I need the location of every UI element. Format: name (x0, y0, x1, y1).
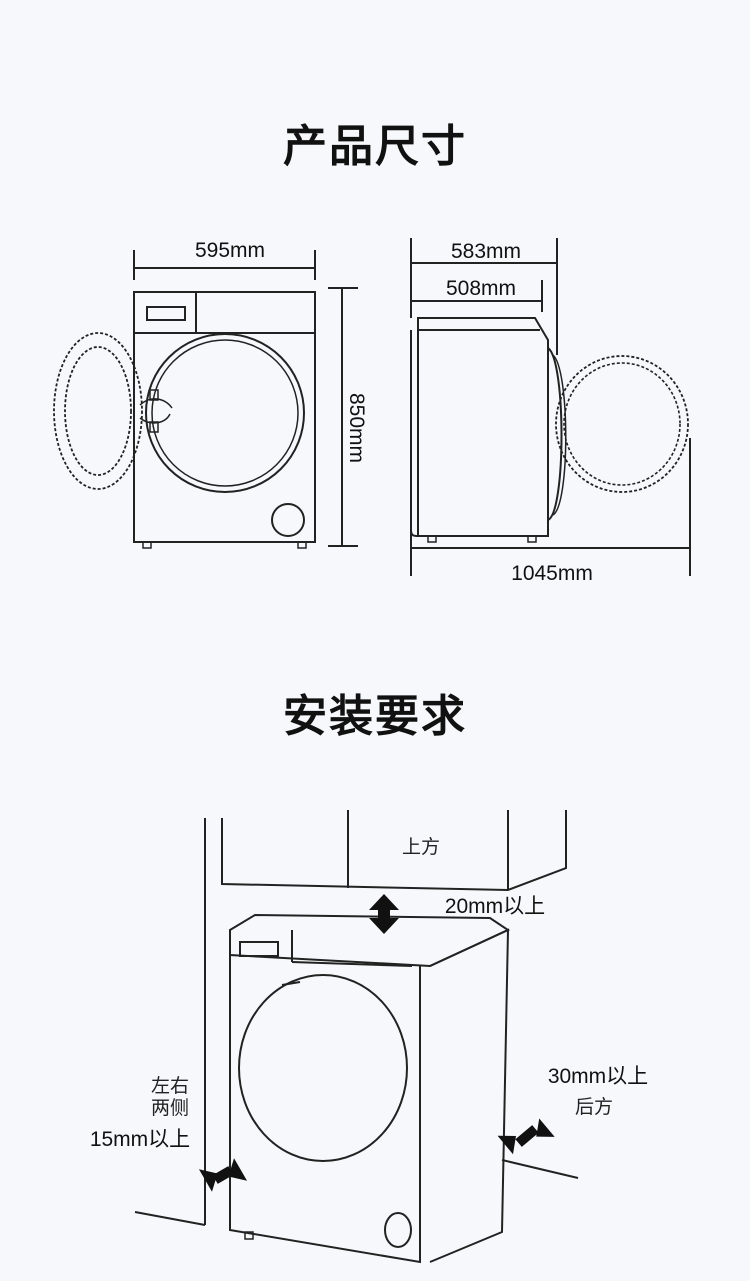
sides-label-line2: 两侧 (151, 1097, 189, 1119)
side-body (417, 317, 549, 537)
washer-front (229, 955, 421, 1264)
depth-door-open-label: 1045mm (511, 562, 593, 585)
washer-top (229, 913, 511, 968)
side-view (410, 238, 691, 576)
back-label: 后方 (575, 1096, 613, 1118)
width-label: 595mm (195, 239, 265, 262)
back-clearance-arrow (497, 1118, 555, 1155)
front-filter-cover (271, 503, 305, 537)
washer-display-panel (239, 941, 279, 957)
front-open-door-dashed (53, 332, 143, 490)
sides-label-line1: 左右 (151, 1075, 189, 1097)
front-view (53, 250, 358, 549)
above-clearance-label: 20mm以上 (445, 895, 545, 918)
side-open-door-dashed (555, 355, 689, 493)
depth-body-label: 508mm (446, 277, 516, 300)
washer-side (429, 928, 510, 1263)
installation-title: 安装要求 (283, 691, 467, 742)
height-label: 850mm (345, 393, 368, 463)
depth-total-label: 583mm (451, 240, 521, 263)
top-clearance-arrow (369, 894, 399, 934)
front-display-panel (146, 306, 186, 321)
back-clearance-label: 30mm以上 (548, 1065, 648, 1088)
front-body (133, 291, 316, 543)
front-door (145, 333, 305, 493)
washer-filter-cover (384, 1212, 412, 1248)
side-clearance-arrow (198, 1158, 248, 1192)
washer-door (238, 974, 408, 1162)
installation-illustration (134, 810, 579, 1264)
upper-cabinet (221, 810, 567, 892)
dimensions-title: 产品尺寸 (283, 121, 467, 172)
sides-clearance-label: 15mm以上 (90, 1128, 190, 1151)
above-label: 上方 (402, 836, 440, 858)
